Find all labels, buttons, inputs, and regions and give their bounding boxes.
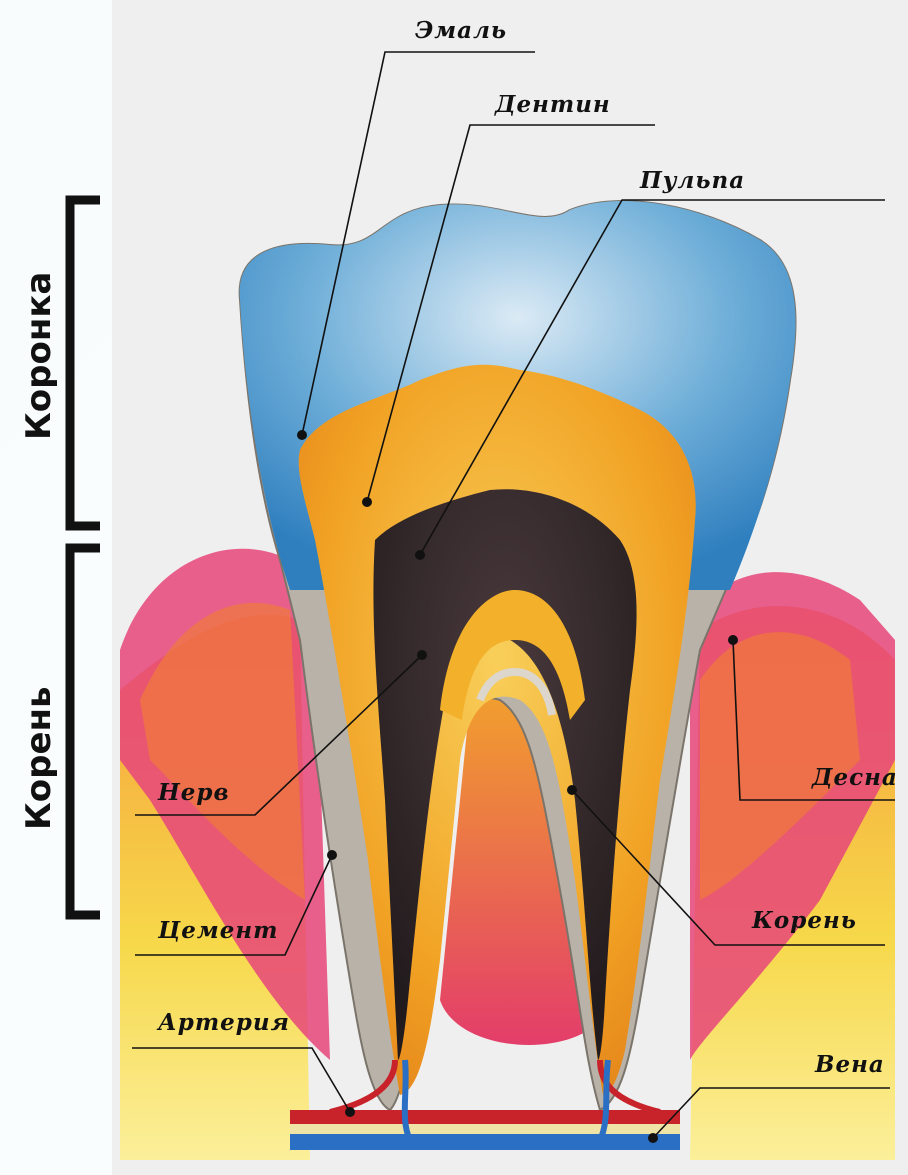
crown-side-label: Коронка	[19, 272, 59, 440]
vein-vessel	[290, 1134, 680, 1150]
root-side-label: Корень	[19, 686, 59, 830]
gum-label: Десна	[811, 764, 898, 791]
nerve-vessel	[290, 1124, 680, 1134]
pulp-label: Пульпа	[639, 167, 745, 194]
diagram-left-margin	[0, 0, 112, 1175]
cement-label: Цемент	[157, 917, 278, 944]
artery-label: Артерия	[156, 1009, 290, 1036]
nerve-label: Нерв	[157, 779, 230, 806]
root-label: Корень	[751, 907, 857, 934]
vein-label: Вена	[814, 1051, 885, 1078]
dentin-label: Дентин	[494, 91, 611, 118]
enamel-label: Эмаль	[415, 17, 507, 44]
